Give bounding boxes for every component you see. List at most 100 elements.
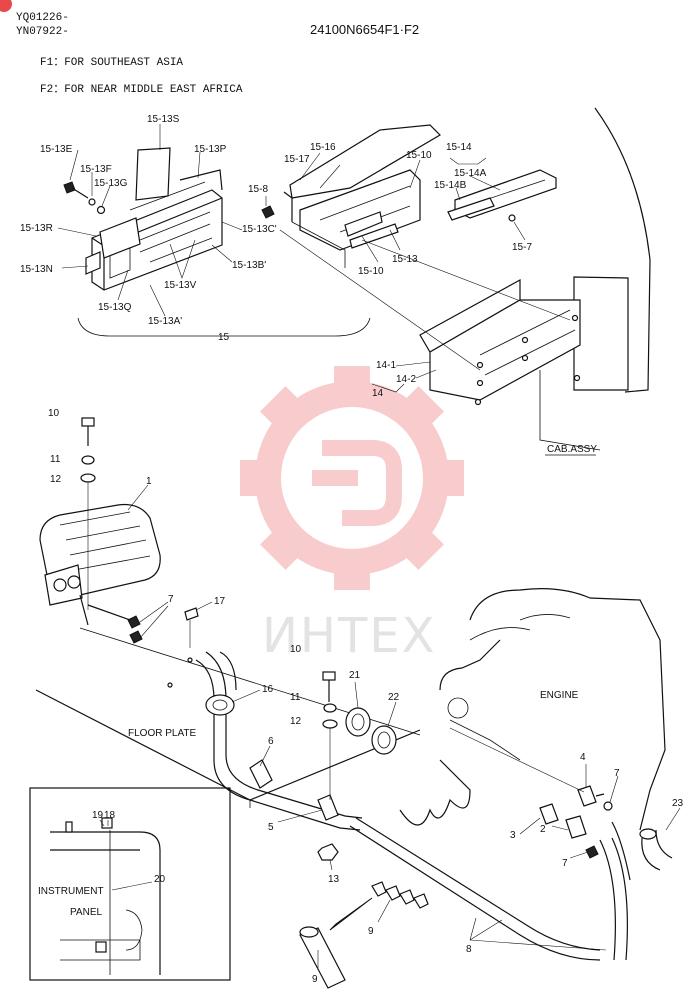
- washer-15-13f: [88, 198, 96, 206]
- callout-label: 15-13: [392, 254, 418, 265]
- callout-label: 2: [540, 824, 546, 835]
- valve-2: [565, 815, 587, 839]
- callout-label: 7: [562, 858, 568, 869]
- callout-label: 15-13N: [20, 264, 53, 275]
- callout-label: 10: [290, 644, 302, 655]
- plug-17: [184, 607, 199, 621]
- callout-label: 16: [262, 684, 274, 695]
- upper-duct-parts: [283, 124, 441, 268]
- callout-label: 12: [50, 474, 62, 485]
- leader-engine-valve: [449, 727, 585, 793]
- watermark-text: ИНТЕХ: [262, 608, 437, 664]
- callout-label: 14-2: [396, 374, 416, 385]
- cab-outline: [519, 107, 651, 451]
- plate-15-14: [447, 169, 557, 221]
- serial-range-2: YN07922-: [16, 26, 69, 38]
- grommet-21: [345, 707, 371, 737]
- heater-unit: [39, 503, 161, 626]
- label-engine: ENGINE: [540, 690, 579, 701]
- serial-range-1: YQ01226-: [16, 12, 69, 24]
- label-panel: PANEL: [70, 907, 102, 918]
- callout-label: 18: [104, 810, 116, 821]
- valve-3: [539, 803, 559, 825]
- group-15-bracket: [77, 317, 371, 337]
- callout-label: 13: [328, 874, 340, 885]
- watermark-gear-icon: [240, 366, 464, 590]
- callout-label: 21: [349, 670, 361, 681]
- callout-leaders: [57, 124, 681, 968]
- clamp-5: [317, 794, 339, 821]
- callout-label: 15-13V: [164, 280, 197, 291]
- clip-7-lower: [585, 845, 599, 859]
- hose-5: [195, 651, 363, 831]
- engine-outline: [399, 588, 666, 831]
- note-f2: F2：FOR NEAR MIDDLE EAST AFRICA: [40, 84, 243, 96]
- cover-panel-14: [419, 278, 581, 406]
- callout-label: 15-16: [310, 142, 336, 153]
- clips-7-heater: [127, 615, 143, 644]
- callout-label: 15-13B': [232, 260, 266, 271]
- instrument-panel-inset: [29, 787, 231, 981]
- screw-15-7: [508, 214, 516, 222]
- callout-label: 10: [48, 408, 60, 419]
- callout-label: 15-13P: [194, 144, 227, 155]
- washer-12-upper: [80, 473, 96, 483]
- callout-label: 15-14B: [434, 180, 467, 191]
- callout-label: 8: [466, 944, 472, 955]
- corner-marker-icon: [0, 0, 12, 12]
- callout-label: 15-14: [446, 142, 472, 153]
- callout-label: 1: [146, 476, 152, 487]
- part-number: 24100N6654F1·F2: [310, 22, 419, 37]
- callout-label: 14: [372, 388, 384, 399]
- callout-label: 15-13C': [242, 224, 277, 235]
- leader-duct-to-cab: [279, 229, 481, 371]
- hoses-8: [349, 817, 631, 961]
- callout-label: 20: [154, 874, 166, 885]
- callout-label: 4: [580, 752, 586, 763]
- callout-label: 11: [290, 692, 301, 703]
- callout-label: 15-13S: [147, 114, 180, 125]
- callout-label: 15-13G: [94, 178, 128, 189]
- callout-label: 15: [218, 332, 230, 343]
- bolt-15-13e: [63, 181, 89, 199]
- callout-label: 9: [368, 926, 374, 937]
- callout-label: 17: [214, 596, 226, 607]
- hose-23: [639, 828, 673, 871]
- washer-11-lower: [323, 703, 337, 713]
- callout-label: 15-13F: [80, 164, 112, 175]
- insulation-9: [299, 881, 429, 989]
- grommet-22: [371, 725, 397, 755]
- bolt-10-upper: [81, 417, 95, 446]
- label-instrument: INSTRUMENT: [38, 886, 104, 897]
- callout-label: 9: [312, 974, 318, 985]
- callout-label: 15-7: [512, 242, 532, 253]
- callout-label: 6: [268, 736, 274, 747]
- clip-15-8: [261, 205, 275, 219]
- nut-13: [317, 843, 339, 861]
- callout-label: 14-1: [376, 360, 396, 371]
- callout-label: 22: [388, 692, 400, 703]
- washer-15-13g: [96, 205, 106, 215]
- callout-label: 15-13R: [20, 223, 53, 234]
- washer-12-lower: [322, 719, 338, 729]
- bolt-10-lower: [322, 671, 336, 702]
- callout-label: 15-13Q: [98, 302, 132, 313]
- heater-duct-box: [85, 147, 223, 291]
- callout-label: 11: [50, 454, 61, 465]
- leader-duct-to-cover: [361, 239, 571, 321]
- washer-11-upper: [81, 455, 95, 465]
- clip-7-right: [603, 801, 613, 811]
- callout-label: 5: [268, 822, 274, 833]
- callout-label: 12: [290, 716, 302, 727]
- grommet-16: [205, 694, 235, 716]
- callout-labels: 15-13S 15-13E 15-13F 15-13G 15-13P 15-13…: [20, 114, 684, 985]
- callout-label: 15-14A: [454, 168, 487, 179]
- callout-label: 19: [92, 810, 104, 821]
- callout-label: 15-8: [248, 184, 268, 195]
- callout-label: 3: [510, 830, 516, 841]
- callout-label: 15-10: [358, 266, 384, 277]
- callout-label: 23: [672, 798, 684, 809]
- clamp-6: [249, 759, 273, 789]
